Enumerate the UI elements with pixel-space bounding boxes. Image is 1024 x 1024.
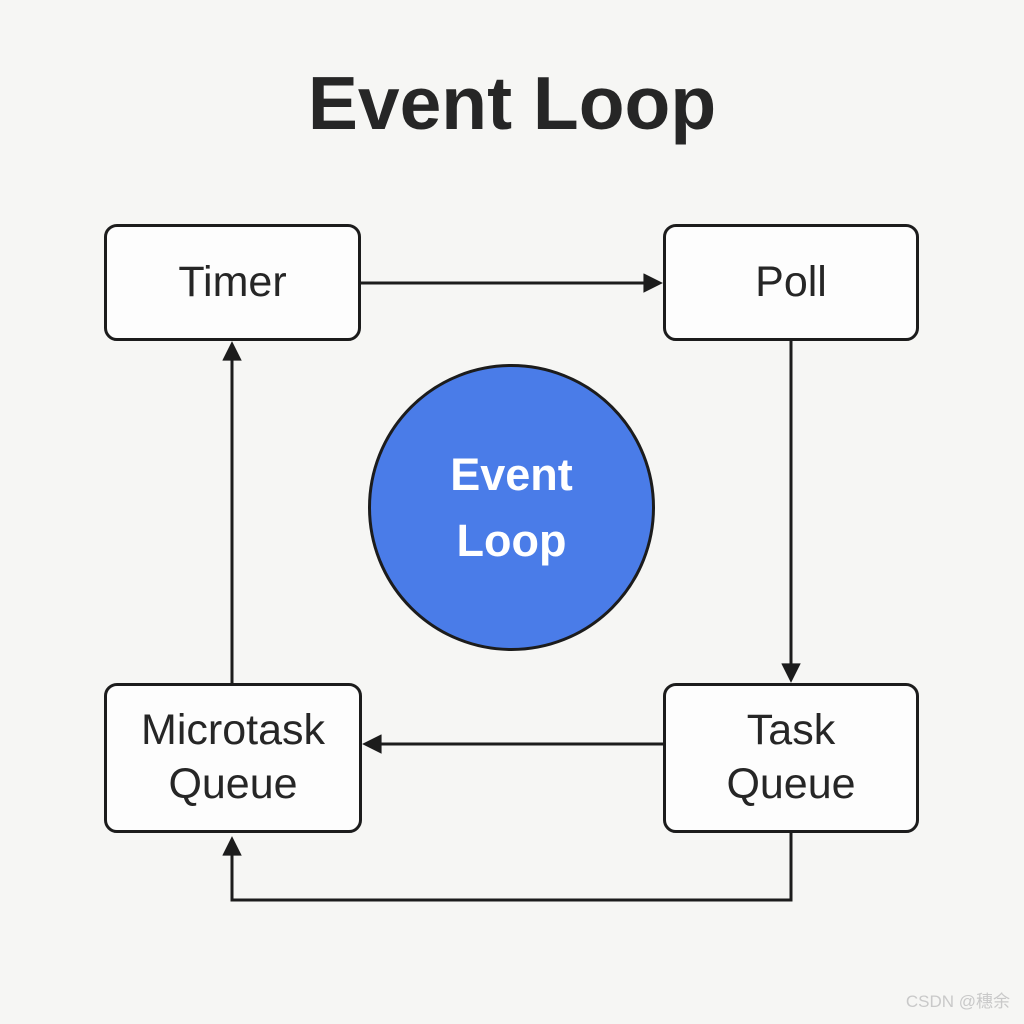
watermark: CSDN @穗余 (905, 992, 1010, 1011)
node-microtask-queue: Microtask Queue (104, 683, 362, 833)
node-microtask-queue-label: Microtask Queue (141, 706, 325, 808)
node-event-loop-label: Event Loop (450, 449, 573, 566)
node-task-queue: Task Queue (663, 683, 919, 833)
node-timer-label: Timer (178, 257, 287, 306)
node-timer: Timer (104, 224, 361, 341)
edge-task-queue-bottom-loop-to-microtask-queue (222, 833, 793, 902)
node-task-queue-label: Task Queue (726, 706, 856, 808)
node-poll-label: Poll (755, 257, 827, 306)
node-poll: Poll (663, 224, 919, 341)
node-event-loop-circle: Event Loop (368, 364, 655, 651)
page-title: Event Loop (307, 61, 717, 145)
